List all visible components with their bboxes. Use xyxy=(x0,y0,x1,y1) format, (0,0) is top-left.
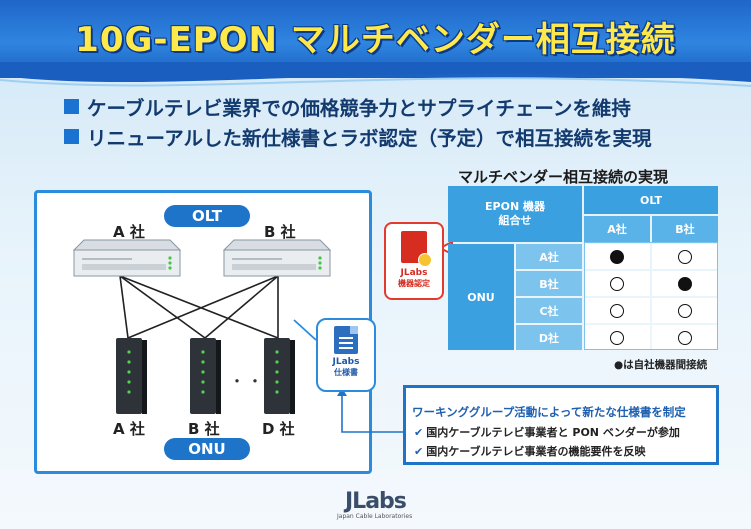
matrix-cell xyxy=(584,298,650,323)
matrix-cell xyxy=(652,298,718,323)
olt-company-a: A 社 xyxy=(113,223,145,241)
bullet-square-icon xyxy=(64,99,79,114)
page-title: 10G-EPON マルチベンダー相互接続 xyxy=(75,20,676,60)
matrix-title: マルチベンダー相互接続の実現 xyxy=(458,168,669,186)
jlabs-logo: JLabs xyxy=(345,489,407,514)
bullet-text: ケーブルテレビ業界での価格競争力とサプライチェーンを維持 xyxy=(87,97,631,120)
working-group-item-text: 国内ケーブルテレビ事業者の機能要件を反映 xyxy=(426,445,646,458)
onu-device-b xyxy=(190,338,221,414)
network-panel xyxy=(34,190,372,474)
jlabs-logo-subtitle: Japan Cable Laboratories xyxy=(337,513,413,520)
matrix-cell xyxy=(584,244,650,269)
matrix-cell xyxy=(652,244,718,269)
matrix-cell xyxy=(652,271,718,296)
cert-icon-line1: JLabs xyxy=(400,268,428,278)
matrix-col-a: A社 xyxy=(584,216,650,242)
working-group-box xyxy=(403,385,719,465)
onu-company-d: D 社 xyxy=(262,420,295,438)
spec-icon-line2: 仕様書 xyxy=(334,368,358,377)
check-icon: ✔ xyxy=(414,425,424,439)
open-circle-icon xyxy=(678,303,692,318)
open-circle-icon xyxy=(610,276,624,291)
open-circle-icon xyxy=(678,249,692,264)
onu-company-a: A 社 xyxy=(113,420,145,438)
interop-matrix: EPON 機器 組合せ OLT A社 B社 ONU A社 B社 C社 D社 xyxy=(448,186,718,350)
matrix-row-c: C社 xyxy=(516,298,582,323)
onu-label: ONU xyxy=(164,438,250,460)
working-group-item: ✔ 国内ケーブルテレビ事業者の機能要件を反映 xyxy=(414,443,646,459)
onu-company-b: B 社 xyxy=(188,420,220,438)
spec-document-icon: JLabs 仕様書 xyxy=(316,318,376,392)
onu-device-a xyxy=(116,338,147,414)
olt-device-b xyxy=(222,239,332,277)
matrix-row-b: B社 xyxy=(516,271,582,296)
matrix-row-a: A社 xyxy=(516,244,582,269)
bullet-square-icon xyxy=(64,129,79,144)
onu-device-d xyxy=(264,338,295,414)
open-circle-icon xyxy=(610,330,624,345)
matrix-col-group: OLT xyxy=(584,186,718,214)
more-devices-ellipsis: ・・・ xyxy=(229,372,284,391)
bullet-2: リニューアルした新仕様書とラボ認定（予定）で相互接続を実現 xyxy=(64,122,652,151)
olt-device-a xyxy=(72,239,182,277)
matrix-corner-header: EPON 機器 組合せ xyxy=(448,186,582,242)
working-group-title: ワーキンググループ活動によって新たな仕様書を制定 xyxy=(412,405,686,419)
matrix-row-d: D社 xyxy=(516,325,582,350)
working-group-item: ✔ 国内ケーブルテレビ事業者と PON ベンダーが参加 xyxy=(414,424,680,440)
check-icon: ✔ xyxy=(414,444,424,458)
matrix-cell xyxy=(584,325,650,350)
document-icon xyxy=(334,326,358,354)
cert-badge-icon: JLabs 機器認定 xyxy=(384,222,444,300)
matrix-col-b: B社 xyxy=(652,216,718,242)
filled-circle-icon xyxy=(678,276,692,291)
filled-circle-icon xyxy=(610,249,624,264)
matrix-cell xyxy=(652,325,718,350)
olt-label: OLT xyxy=(164,205,250,227)
bullet-1: ケーブルテレビ業界での価格競争力とサプライチェーンを維持 xyxy=(64,92,631,121)
banner-wave xyxy=(0,62,751,87)
olt-company-b: B 社 xyxy=(264,223,296,241)
bullet-text: リニューアルした新仕様書とラボ認定（予定）で相互接続を実現 xyxy=(87,127,652,150)
matrix-legend: ●は自社機器間接続 xyxy=(614,359,708,371)
matrix-row-group: ONU xyxy=(448,244,514,350)
certificate-icon xyxy=(401,231,432,267)
open-circle-icon xyxy=(678,330,692,345)
spec-icon-line1: JLabs xyxy=(332,357,360,367)
cert-icon-line2: 機器認定 xyxy=(398,279,430,288)
open-circle-icon xyxy=(610,303,624,318)
working-group-item-text: 国内ケーブルテレビ事業者と PON ベンダーが参加 xyxy=(426,426,680,439)
matrix-cell xyxy=(584,271,650,296)
